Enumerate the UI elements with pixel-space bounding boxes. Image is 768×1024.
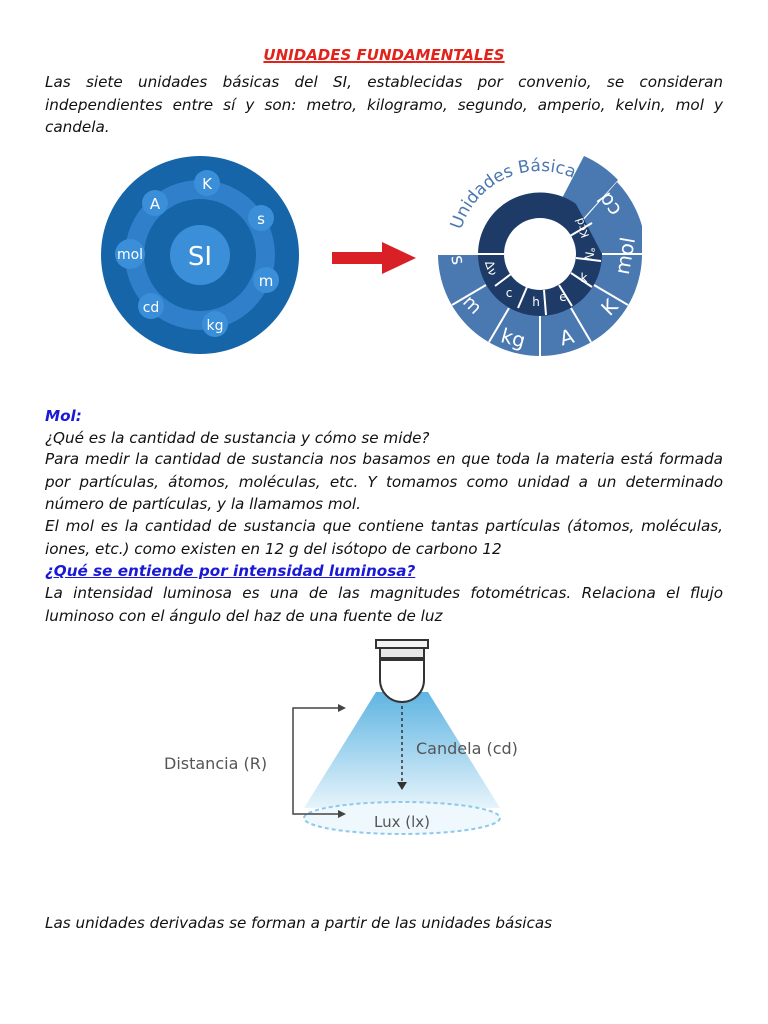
wheel-outer-ring — [438, 182, 642, 356]
svg-text:mol: mol — [117, 247, 143, 263]
candela-label: Candela (cd) — [416, 739, 518, 758]
arrow-down-icon — [397, 782, 407, 790]
mol-paragraph-1: Para medir la cantidad de sustancia nos … — [45, 450, 723, 513]
wheel-const-na: Nₐ — [582, 246, 598, 262]
svg-text:s: s — [257, 210, 265, 228]
distance-bracket — [292, 707, 340, 815]
arrow-right-icon — [332, 242, 416, 274]
si-unit-k: K — [194, 170, 220, 196]
luminosa-paragraph: La intensidad luminosa es una de las mag… — [45, 584, 723, 625]
mol-heading: Mol: — [45, 407, 82, 425]
svg-text:kg: kg — [207, 318, 224, 334]
lamp-icon — [375, 639, 429, 703]
wheel-const-k: k — [581, 271, 588, 285]
luminosa-heading: ¿Qué se entiende por intensidad luminosa… — [45, 562, 416, 580]
wheel-const-dv: Δν — [482, 259, 500, 278]
wheel-unit-s: s — [446, 254, 468, 267]
intro-paragraph: Las siete unidades básicas del SI, estab… — [45, 73, 723, 136]
footer-text: Las unidades derivadas se forman a parti… — [45, 914, 553, 932]
mol-paragraph-2: El mol es la cantidad de sustancia que c… — [45, 517, 723, 558]
units-wheel-diagram: s m kg A K mol cd Δν c h e k Nₐ Kcd Unid… — [438, 156, 642, 356]
mol-question: ¿Qué es la cantidad de sustancia y cómo … — [45, 429, 430, 447]
svg-text:m: m — [259, 272, 274, 290]
luminous-intensity-diagram: Distancia (R) Candela (cd) Lux (lx) — [164, 639, 518, 835]
si-unit-cd: cd — [138, 293, 164, 319]
illuminated-area — [303, 801, 501, 835]
si-unit-kg: kg — [202, 311, 228, 337]
si-center-circle — [170, 225, 230, 285]
lux-label: Lux (lx) — [374, 813, 430, 831]
page-title: UNIDADES FUNDAMENTALES — [263, 46, 505, 64]
svg-text:K: K — [202, 175, 213, 193]
wheel-hub — [504, 218, 576, 290]
svg-text:cd: cd — [143, 300, 160, 316]
arrow-right-icon — [338, 704, 346, 712]
si-unit-mol: mol — [115, 239, 145, 269]
svg-text:A: A — [150, 195, 161, 213]
distance-label: Distancia (R) — [164, 754, 267, 773]
si-unit-a: A — [142, 190, 168, 216]
wheel-const-h: h — [532, 295, 540, 309]
wheel-const-c: c — [506, 286, 513, 300]
si-unit-m: m — [253, 267, 279, 293]
wheel-unit-a: A — [557, 324, 577, 351]
si-center-label: SI — [188, 242, 212, 272]
si-units-diagram: SI K s m kg cd mol A — [101, 156, 299, 354]
arrow-right-icon — [338, 810, 346, 818]
si-unit-s: s — [248, 205, 274, 231]
wheel-const-e: e — [559, 290, 566, 304]
